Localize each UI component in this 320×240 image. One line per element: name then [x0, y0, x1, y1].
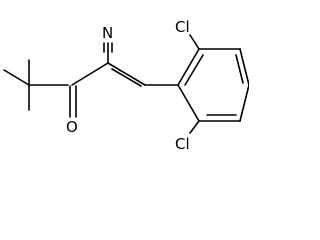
ring-inner-bond-a: [184, 54, 204, 86]
bond-alkene-cc-1: [107, 62, 146, 86]
chemical-structure-diagram: Cl Cl N O: [3, 18, 249, 153]
bond-ring-to-cl-top: [189, 34, 200, 50]
ring-bond-c6-c1: [177, 84, 200, 122]
ring-bond-c3-c4: [239, 48, 249, 86]
ring-bond-c1-c2: [177, 48, 200, 86]
ring-bond-c4-c5: [239, 84, 249, 122]
atom-label-nitrile-n: N: [102, 24, 113, 42]
atom-label-layer: Cl Cl N O: [66, 18, 190, 153]
bond-ring-to-cl-bottom: [189, 120, 200, 134]
bond-carbonyl-to-alpha: [71, 62, 109, 86]
atom-label-carbonyl-o: O: [66, 118, 78, 136]
ring-inner-bond-c: [235, 54, 244, 84]
bond-layer: [3, 34, 249, 134]
bond-tbutyl-methyl-left: [3, 69, 30, 86]
bond-alkene-cc-2: [111, 68, 142, 87]
atom-label-cl-top: Cl: [175, 18, 190, 36]
atom-label-cl-bottom: Cl: [175, 135, 190, 153]
